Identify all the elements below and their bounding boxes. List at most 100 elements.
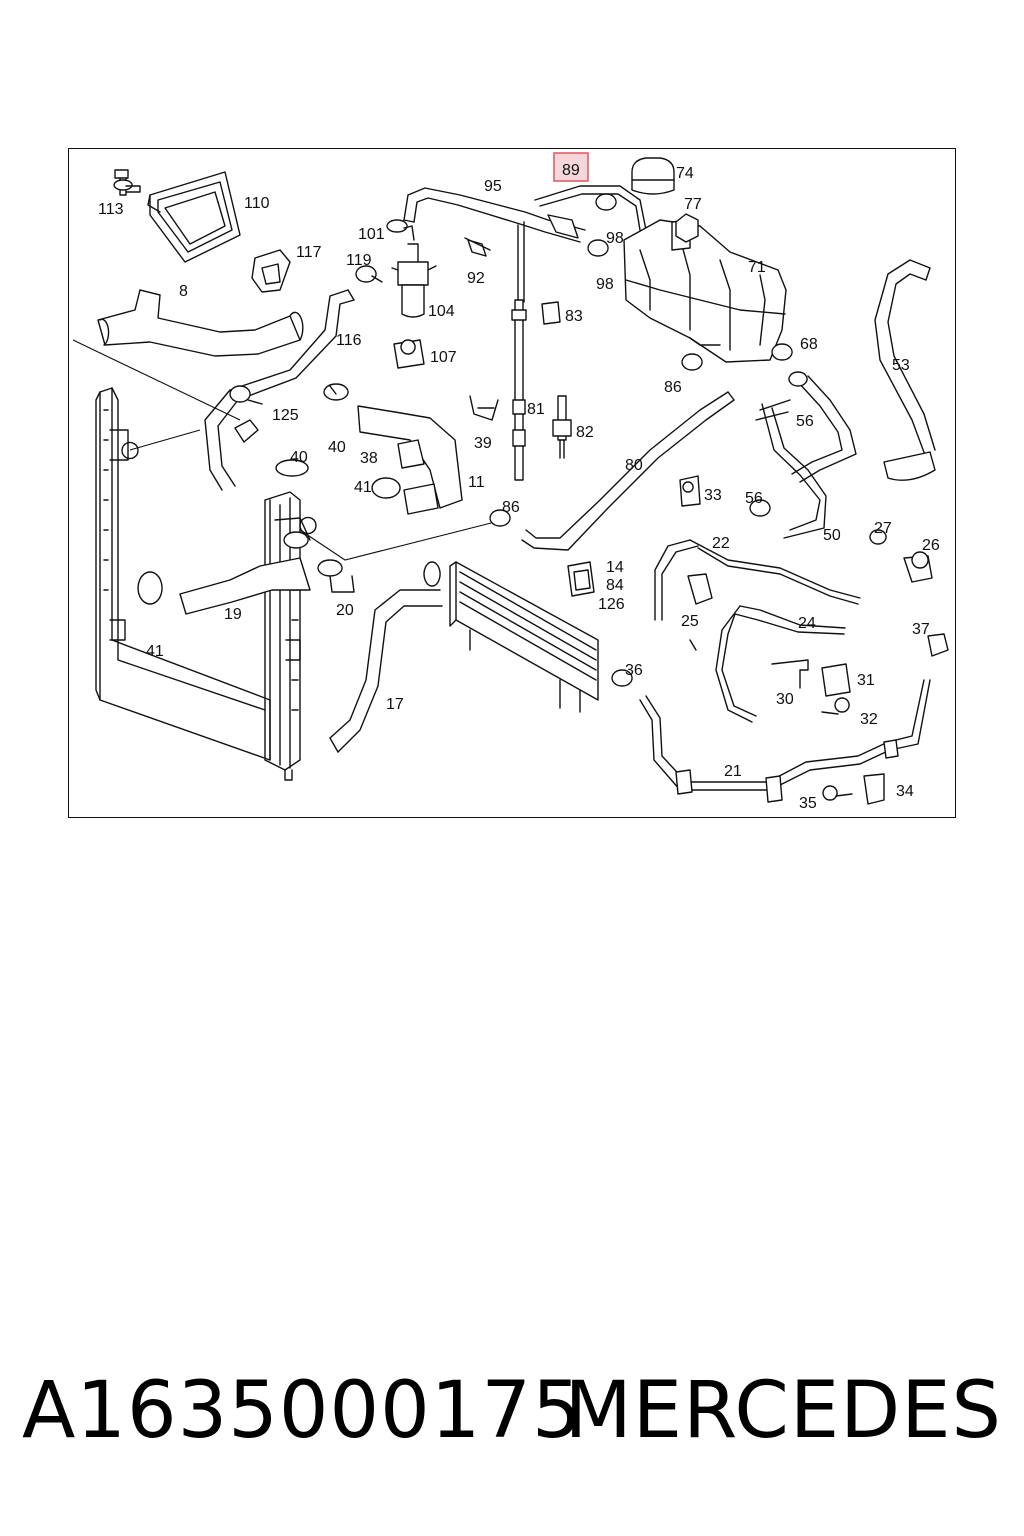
callout-98-upper: 98 [606,230,624,247]
hose-116 [204,289,355,491]
sleeve-20 [317,559,355,593]
callout-104: 104 [428,303,455,320]
callout-86-upper: 86 [664,379,682,396]
callout-32: 32 [860,711,878,728]
clip-27 [869,529,887,545]
callout-40-lower: 40 [290,449,308,466]
callout-56-upper: 56 [796,413,814,430]
callout-50: 50 [823,527,841,544]
clamp-40b [323,383,349,401]
bracket-110 [147,171,241,263]
bolt-32 [821,697,850,715]
callout-37: 37 [912,621,930,638]
radiator-assembly [95,387,317,781]
hose-17 [329,561,443,753]
clip-117 [251,249,291,293]
clamp-38 [397,439,425,469]
part-number-caption: A1635000175 [22,1366,583,1456]
parts-diagram-frame [68,148,956,818]
callout-33: 33 [704,487,722,504]
pump-104 [391,243,437,318]
callout-95: 95 [484,178,502,195]
brand-caption: MERCEDES [564,1366,1002,1456]
hose-8 [97,289,304,357]
bolt-113 [113,169,141,196]
callout-35: 35 [799,795,817,812]
mount-107 [393,339,425,369]
bolt-35 [822,785,853,801]
coolant-system-exploded-diagram: 89 113 110 117 119 101 95 74 77 98 98 71… [72,152,949,812]
nut-77 [675,213,699,243]
callout-14: 14 [606,559,624,576]
callout-81: 81 [527,401,545,418]
callout-77: 77 [684,196,702,213]
callout-26: 26 [922,537,940,554]
clamp-92 [464,237,491,257]
callout-83: 83 [565,308,583,325]
clip-56b [749,499,771,517]
callout-101: 101 [358,226,385,243]
callout-89-highlight [553,152,589,182]
clip-98b [587,239,609,257]
line-21 [639,679,931,803]
tube-81 [511,299,527,481]
callout-110: 110 [244,195,270,212]
callout-89: 89 [562,162,580,179]
callout-98-lower: 98 [596,276,614,293]
hose-11 [357,405,463,515]
clamp-119 [355,265,383,283]
callout-125: 125 [272,407,299,424]
clamp-40a [275,459,309,477]
grommet-83 [541,301,561,325]
expansion-tank-71 [623,219,787,363]
callout-31: 31 [857,672,875,689]
callout-24: 24 [798,615,816,632]
callout-71: 71 [748,259,766,276]
callout-22: 22 [712,535,730,552]
callout-25: 25 [681,613,699,630]
callout-86-lower: 86 [502,499,520,516]
callout-80: 80 [625,457,643,474]
clip-68 [771,343,793,361]
line-22 [654,539,861,621]
callout-56-lower: 56 [745,490,763,507]
mount-31 [821,663,851,697]
callout-126: 126 [598,596,625,613]
hose-95 [403,187,586,303]
line-24 [715,605,846,723]
callout-116: 116 [336,332,362,349]
seal-14 [567,561,595,597]
hose-56-50 [755,375,857,539]
callout-8: 8 [179,283,188,300]
clip-98a [595,193,617,211]
clamp-125 [229,385,263,443]
bracket-30 [771,659,809,689]
sensor-26 [903,551,933,583]
callout-53: 53 [892,357,910,374]
callout-38: 38 [360,450,378,467]
callout-34: 34 [896,783,914,800]
sensor-82 [552,395,572,459]
callout-84: 84 [606,577,624,594]
callout-17: 17 [386,696,404,713]
mount-33 [679,475,701,507]
clip-86b [489,509,511,527]
callout-113: 113 [98,201,124,218]
connector-25 [687,573,713,651]
callout-19: 19 [224,606,242,623]
clip-39 [469,395,499,421]
clip-36 [611,669,633,687]
callout-40-upper: 40 [328,439,346,456]
callout-41-lower: 41 [146,643,164,660]
callout-74: 74 [676,165,694,182]
clamp-41b [371,477,401,499]
clip-86a [681,353,703,371]
callout-82: 82 [576,424,594,441]
callout-20: 20 [336,602,354,619]
callout-27: 27 [874,520,892,537]
callout-11: 11 [468,474,485,491]
hose-80 [521,391,735,551]
callout-117: 117 [296,244,322,261]
callout-119: 119 [346,252,372,269]
hose-53 [874,259,936,481]
